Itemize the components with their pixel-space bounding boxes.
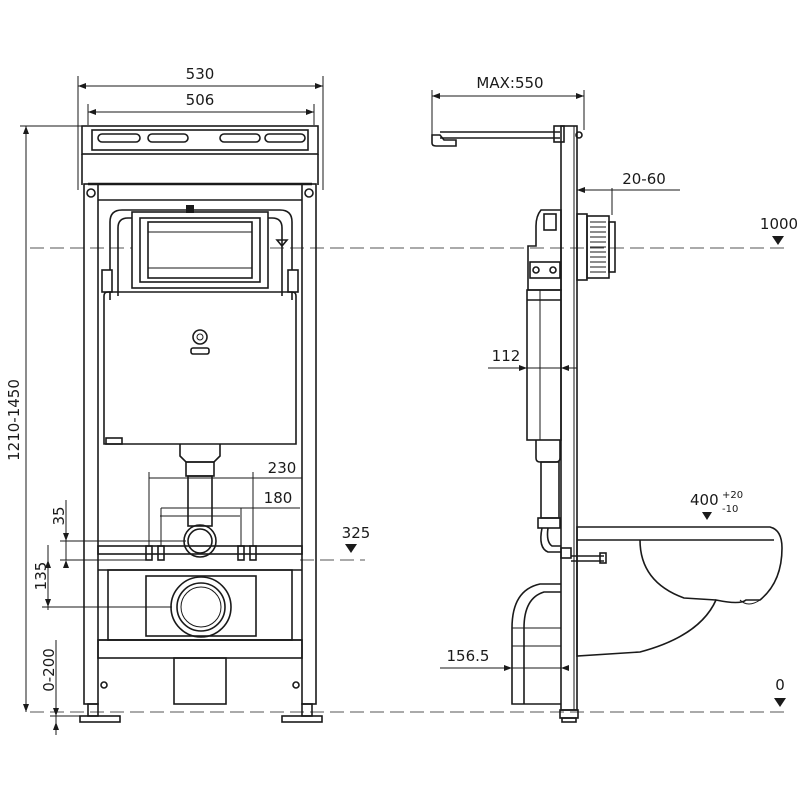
dim-pipe-offset-top: 35 bbox=[50, 506, 68, 525]
dim-flush-height: 1000 bbox=[760, 215, 798, 233]
dim-front-outer-width: 530 bbox=[186, 65, 215, 83]
side-view: MAX:550 20-60 1000 bbox=[431, 74, 798, 723]
flush-opening bbox=[131, 211, 269, 289]
flush-level-marker bbox=[772, 236, 784, 245]
dim-side-max-depth: MAX:550 bbox=[476, 74, 543, 92]
left-frame-post bbox=[83, 183, 99, 705]
waste-bend bbox=[511, 583, 561, 705]
floor-level-marker bbox=[774, 698, 786, 707]
waste-outlet bbox=[170, 576, 232, 638]
dim-inlet-height: 325 bbox=[342, 524, 371, 542]
dim-outlet-offset: 156.5 bbox=[447, 647, 490, 665]
dim-wall-thickness: 20-60 bbox=[622, 170, 666, 188]
front-view: 530 506 bbox=[5, 65, 370, 735]
dim-floor-adjust: 0-200 bbox=[40, 648, 58, 692]
dim-bowl-height-tol-lower: -10 bbox=[722, 504, 738, 515]
side-frame-post bbox=[560, 125, 578, 711]
wall-hung-bowl bbox=[576, 526, 783, 657]
dim-bowl-height-tol-upper: +20 bbox=[722, 490, 743, 501]
dim-total-height: 1210-1450 bbox=[5, 379, 23, 461]
side-cistern bbox=[526, 289, 562, 441]
waste-pipe bbox=[173, 657, 227, 705]
right-frame-post bbox=[301, 183, 317, 705]
dim-floor-level: 0 bbox=[775, 676, 785, 694]
inlet-level-marker bbox=[345, 544, 357, 553]
dim-pipe-offset-lower: 135 bbox=[32, 562, 50, 591]
dim-bowl-height: 400 bbox=[690, 491, 719, 509]
bowl-height-marker bbox=[702, 512, 712, 520]
dim-front-inner-width: 506 bbox=[186, 91, 215, 109]
cistern-body bbox=[103, 291, 297, 445]
dim-pipe-spacing-inner: 180 bbox=[264, 489, 293, 507]
top-bracket bbox=[81, 125, 319, 155]
dim-tank-depth: 112 bbox=[492, 347, 521, 365]
left-foot bbox=[79, 715, 121, 723]
dim-pipe-spacing-outer: 230 bbox=[268, 459, 297, 477]
right-foot bbox=[281, 715, 323, 723]
